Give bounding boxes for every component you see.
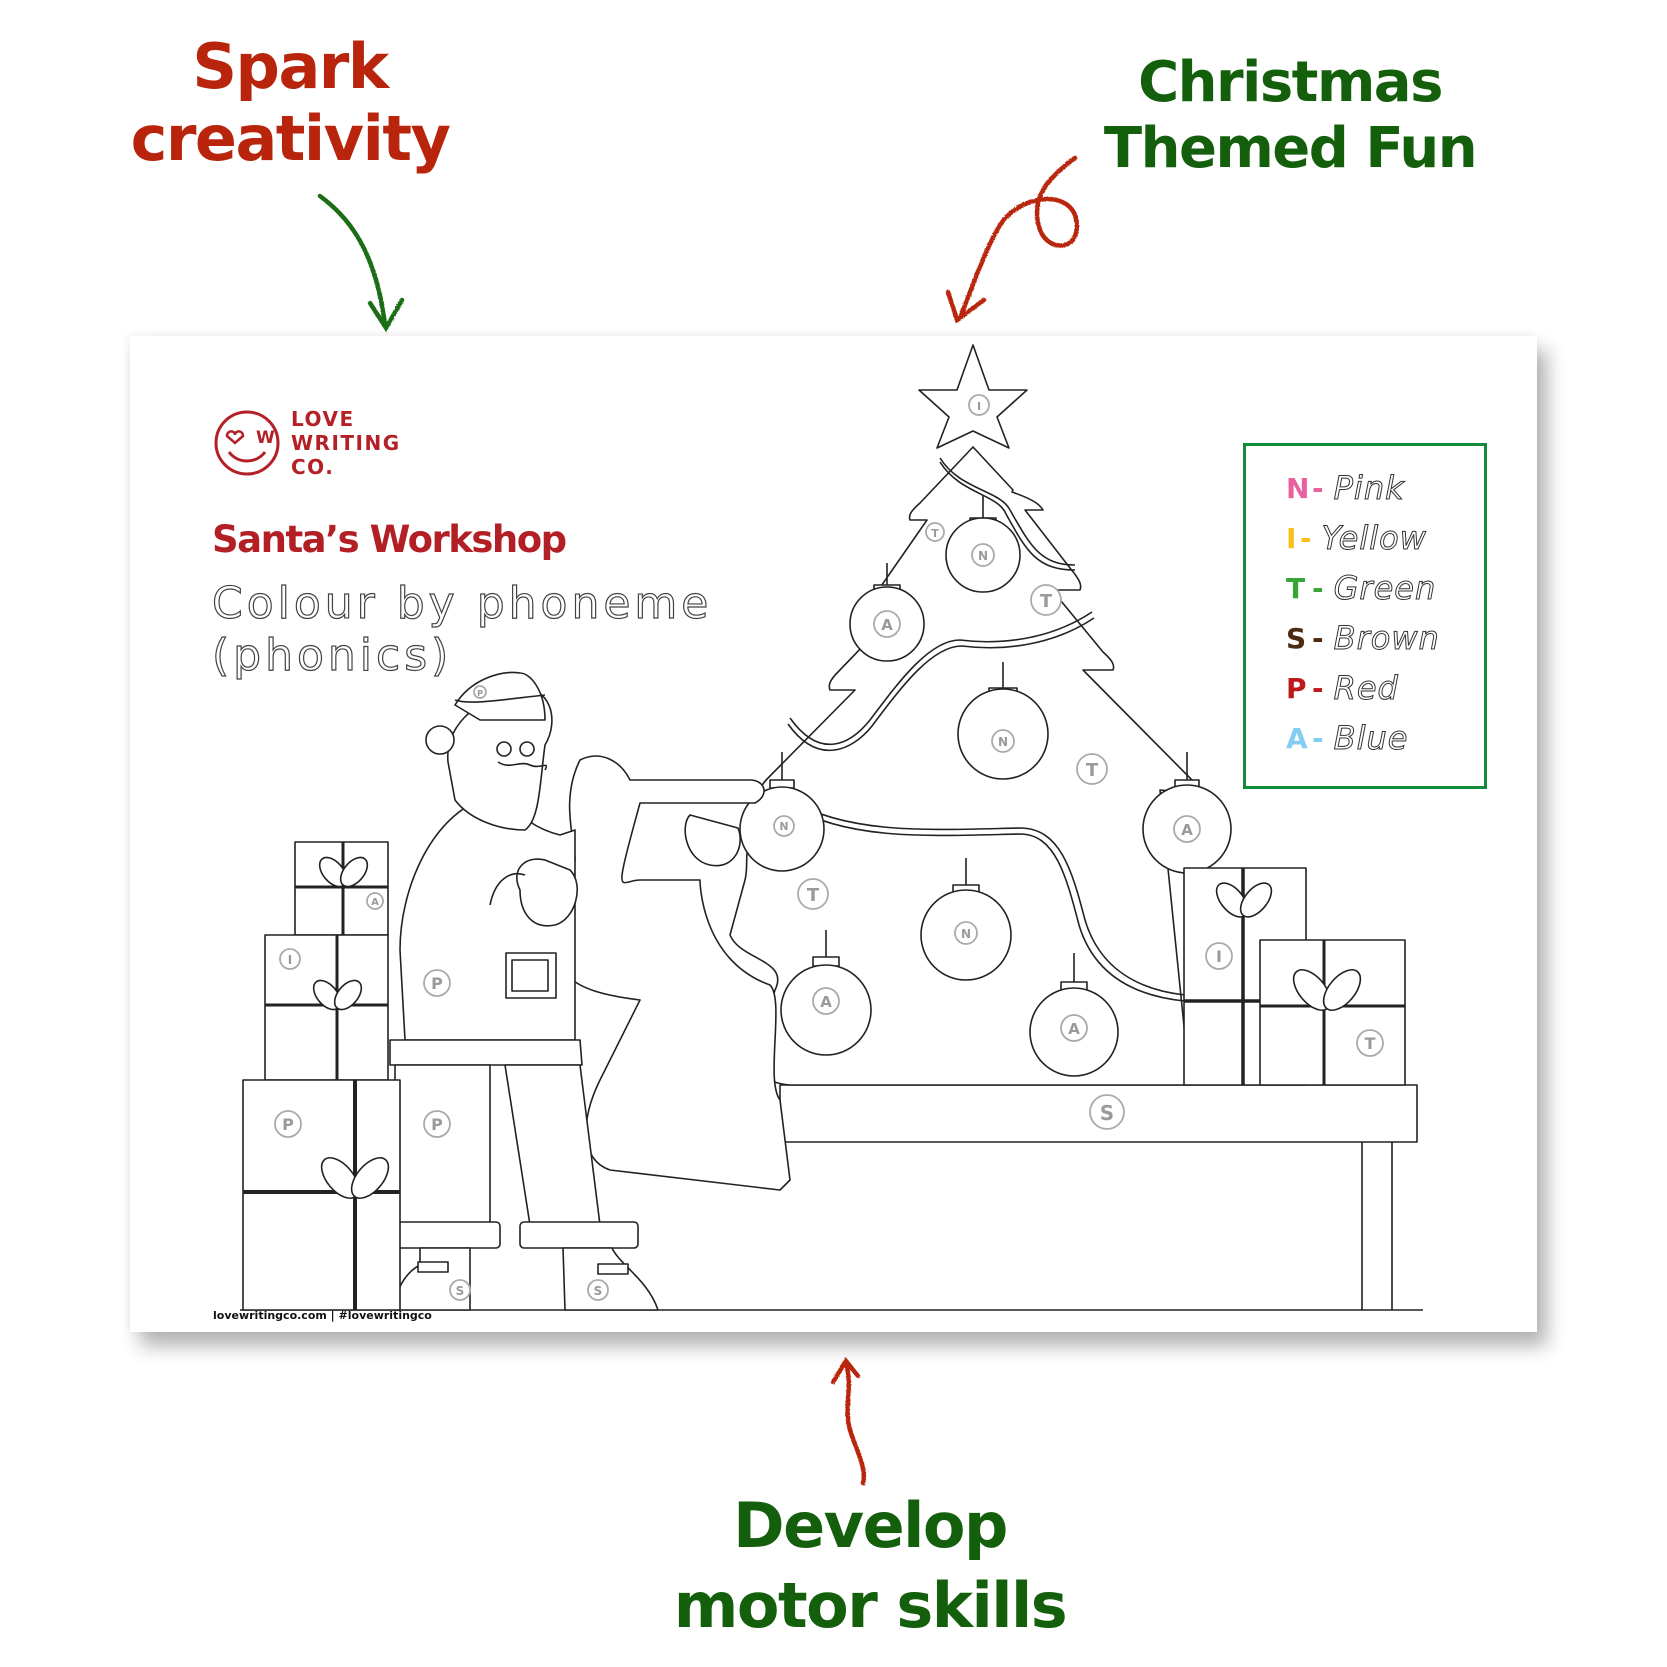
logo-line-1: LOVE (291, 407, 355, 431)
svg-text:I: I (1216, 947, 1222, 966)
svg-text:T: T (1365, 1034, 1376, 1053)
legend-row-n: N - Pink (1286, 468, 1405, 508)
svg-text:N: N (779, 820, 788, 833)
legend-dash: - (1300, 521, 1312, 555)
legend-key: T (1286, 571, 1306, 605)
svg-text:T: T (1040, 591, 1053, 612)
svg-text:N: N (998, 735, 1008, 749)
svg-text:N: N (978, 549, 988, 563)
love-writing-co-logo: W (214, 410, 280, 476)
callout-develop-motor-skills: Develop motor skills (640, 1495, 1100, 1637)
arrow-green-icon (317, 193, 405, 333)
present-icon (1259, 939, 1406, 1086)
legend-value: Pink (1333, 469, 1405, 508)
legend-value: Yellow (1321, 519, 1427, 558)
svg-text:T: T (931, 527, 939, 540)
legend-key: I (1286, 521, 1297, 555)
svg-text:A: A (1068, 1020, 1080, 1038)
callout-spark-creativity: Spark creativity (110, 36, 470, 170)
svg-text:S: S (456, 1284, 465, 1298)
tracing-subtitle-line-1: Colour by phoneme (211, 577, 713, 629)
callout-develop-line2: motor skills (673, 1569, 1068, 1642)
legend-dash: - (1312, 621, 1324, 655)
legend-row-i: I - Yellow (1286, 518, 1427, 558)
arrow-red-up-icon (830, 1357, 867, 1486)
legend-key: P (1286, 671, 1307, 705)
legend-key: A (1286, 721, 1308, 755)
svg-text:A: A (820, 993, 832, 1011)
svg-text:N: N (961, 927, 971, 941)
svg-text:P: P (282, 1115, 294, 1134)
legend-value: Red (1333, 669, 1399, 708)
svg-text:S: S (1100, 1101, 1114, 1125)
callout-develop-line1: Develop (733, 1489, 1008, 1562)
worksheet-title: Santa’s Workshop (212, 518, 567, 561)
callout-christmas-themed-fun: Christmas Themed Fun (1075, 55, 1505, 177)
arrow-red-loop-icon (945, 155, 1079, 324)
colour-key-legend: N - Pink I - Yellow T - Green S - Brown … (1243, 443, 1487, 789)
svg-text:S: S (594, 1284, 603, 1298)
svg-text:I: I (288, 953, 292, 967)
callout-spark-line2: creativity (130, 102, 451, 175)
legend-dash: - (1312, 721, 1324, 755)
svg-text:W: W (256, 428, 275, 448)
callout-christmas-line2: Themed Fun (1103, 116, 1478, 181)
legend-dash: - (1312, 671, 1324, 705)
present-icon (242, 1079, 401, 1311)
svg-text:P: P (431, 974, 443, 993)
legend-row-t: T - Green (1286, 568, 1436, 608)
svg-text:A: A (881, 616, 893, 634)
svg-text:P: P (431, 1115, 443, 1134)
legend-dash: - (1312, 571, 1324, 605)
legend-key: S (1286, 621, 1307, 655)
svg-text:I: I (977, 400, 981, 413)
legend-value: Brown (1333, 619, 1440, 658)
logo-line-2: WRITING (291, 431, 401, 455)
smiley-heart-w-icon (214, 410, 280, 476)
tracing-subtitle-line-2: (phonics) (211, 629, 453, 681)
christmas-tree-icon (729, 446, 1198, 1086)
logo-wordmark: LOVE WRITING CO. (291, 407, 401, 479)
callout-spark-line1: Spark (192, 30, 389, 103)
legend-row-a: A - Blue (1286, 718, 1408, 758)
legend-dash: - (1312, 471, 1324, 505)
callout-christmas-line1: Christmas (1138, 50, 1443, 115)
legend-row-p: P - Red (1286, 668, 1399, 708)
svg-text:T: T (1086, 760, 1099, 781)
legend-value: Blue (1333, 719, 1409, 758)
legend-key: N (1286, 471, 1310, 505)
legend-value: Green (1333, 569, 1437, 608)
svg-text:A: A (1181, 821, 1193, 839)
present-icon (294, 841, 389, 936)
svg-text:T: T (807, 885, 820, 906)
legend-row-s: S - Brown (1286, 618, 1440, 658)
svg-text:A: A (371, 897, 379, 908)
svg-text:P: P (477, 689, 483, 698)
logo-line-3: CO. (291, 455, 335, 479)
worksheet-footer: lovewritingco.com | #lovewritingco (213, 1309, 432, 1322)
